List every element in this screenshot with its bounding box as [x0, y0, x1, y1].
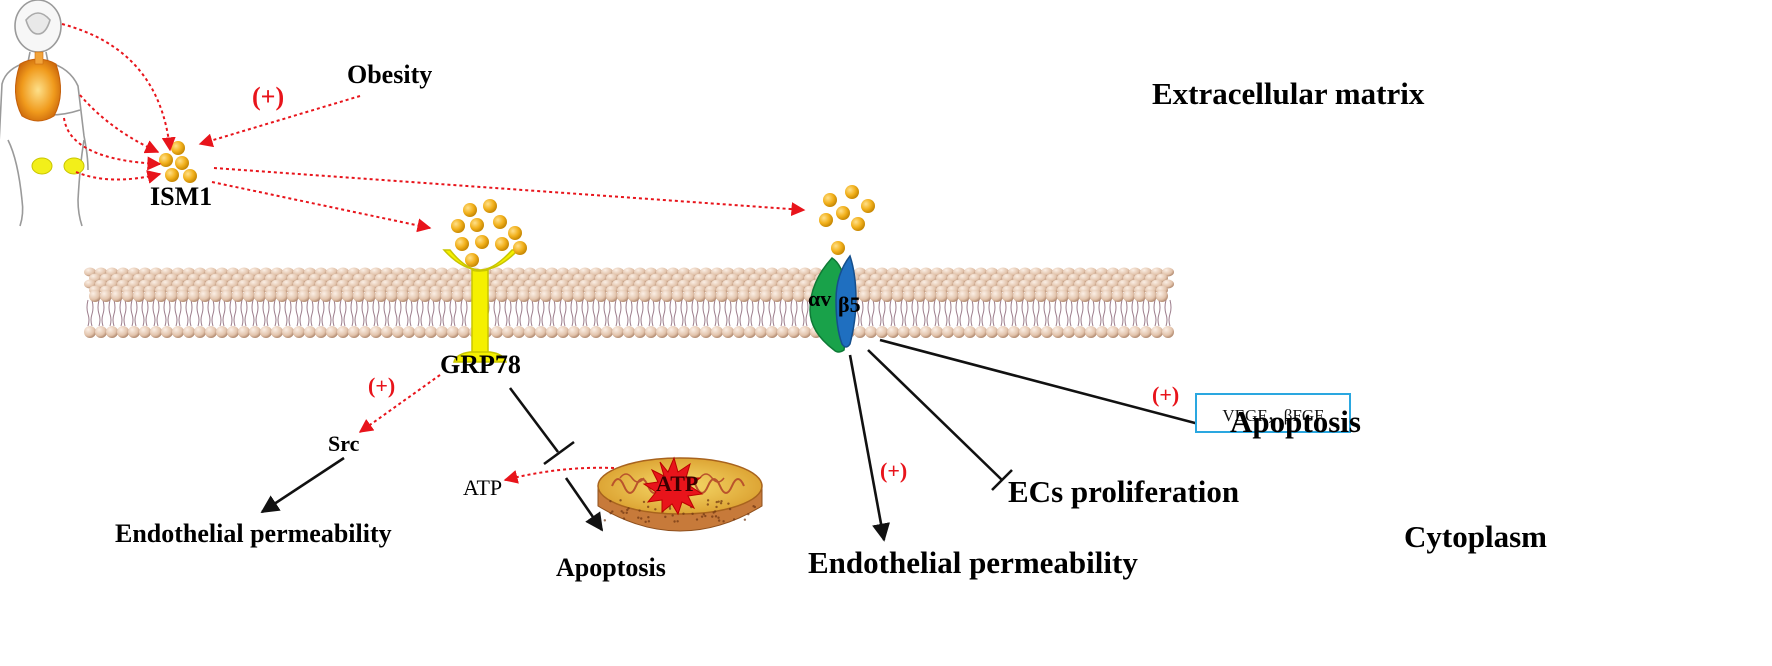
label-atp-mitochondrion: ATP: [656, 473, 698, 495]
grp78-receptor-icon: [444, 250, 518, 362]
label-ecs-proliferation: ECs proliferation: [1008, 476, 1239, 507]
label-apoptosis-center: Apoptosis: [556, 555, 666, 581]
label-src: Src: [328, 433, 359, 455]
label-grp78: GRP78: [440, 352, 521, 378]
label-endothelial-permeability-right: Endothelial permeability: [808, 547, 1138, 578]
label-extracellular-matrix: Extracellular matrix: [1152, 78, 1424, 109]
label-plus-endothelial: (+): [880, 460, 907, 482]
label-apoptosis-right: Apoptosis: [1230, 406, 1361, 437]
label-beta5: β5: [838, 294, 861, 316]
organ-icons: [15, 52, 84, 174]
secretion-arrows: [62, 24, 804, 480]
label-plus-grp78-src: (+): [368, 375, 395, 397]
cell-membrane-icon: [84, 268, 1174, 339]
label-cytoplasm: Cytoplasm: [1404, 521, 1547, 552]
label-ism1: ISM1: [150, 184, 212, 210]
label-atp: ATP: [463, 477, 502, 499]
label-obesity: Obesity: [347, 62, 432, 88]
label-plus-obesity: (+): [252, 84, 284, 110]
label-alpha-v: αv: [808, 288, 831, 310]
label-plus-apoptosis: (+): [1152, 384, 1179, 406]
label-endothelial-permeability-left: Endothelial permeability: [115, 521, 392, 547]
ism1-cluster-source: [159, 141, 197, 183]
ism1-cluster-grp78: [451, 199, 527, 267]
ism1-cluster-integrin: [819, 185, 875, 255]
